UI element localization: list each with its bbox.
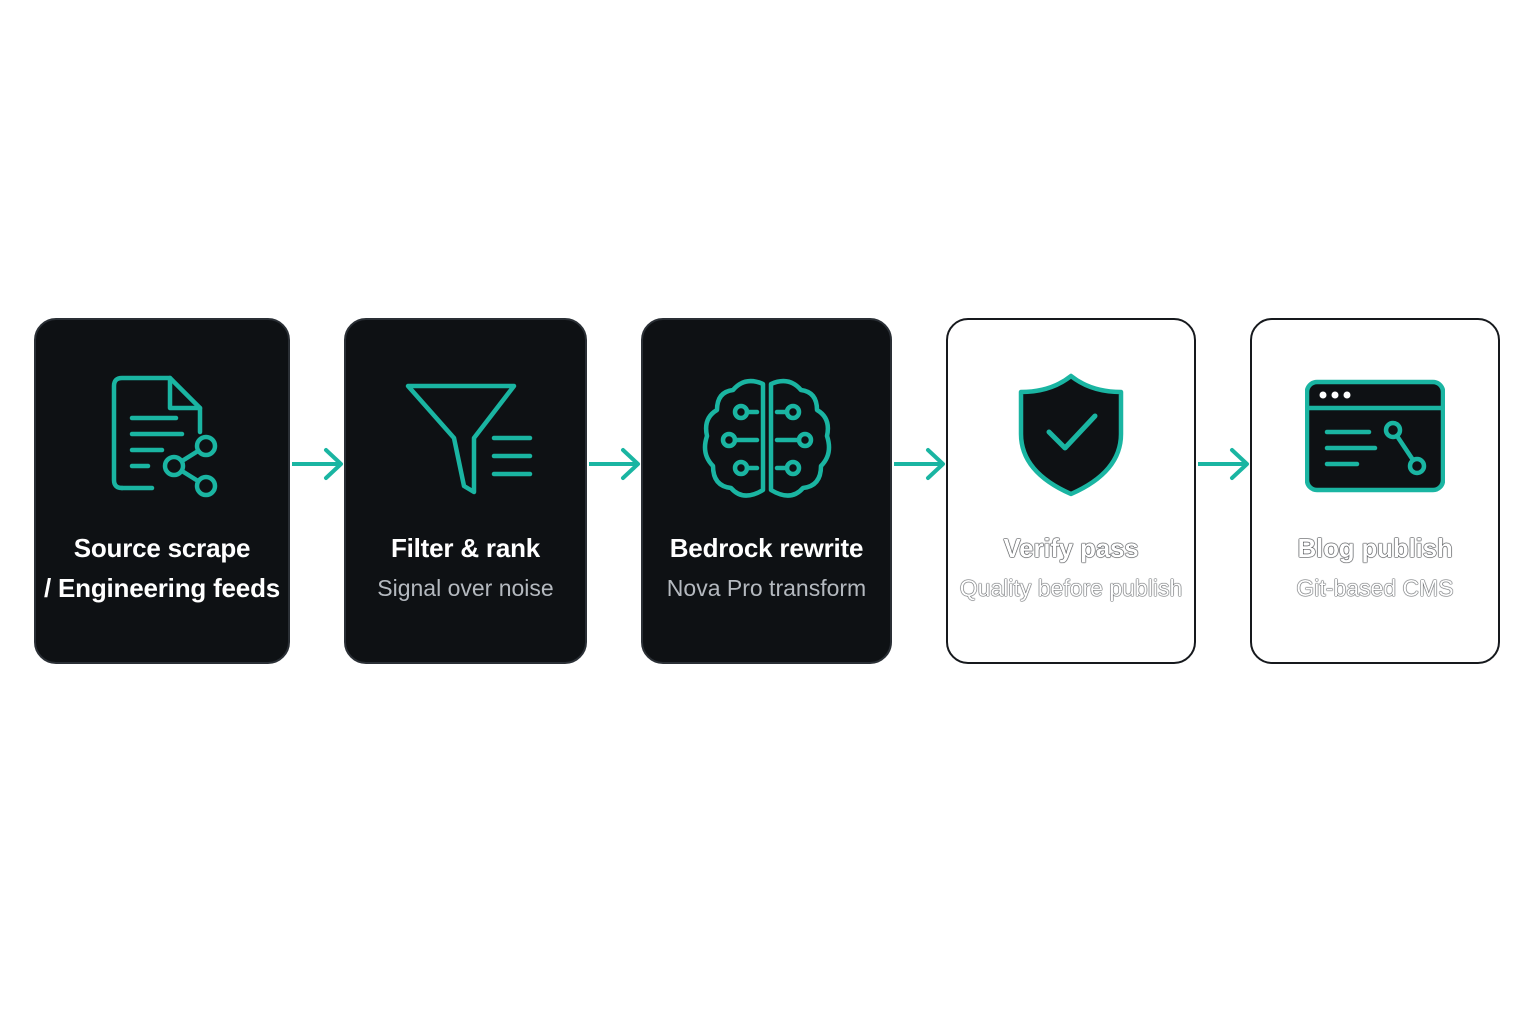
step-title: Bedrock rewrite bbox=[669, 533, 864, 563]
flow-arrow bbox=[292, 446, 344, 482]
step-subtitle: Quality before publish bbox=[959, 575, 1183, 601]
step-title: Filter & rank bbox=[390, 533, 541, 563]
step-card-filter-rank: Filter & rank Signal over noise bbox=[344, 318, 587, 664]
step-subtitle: Nova Pro transform bbox=[666, 575, 867, 601]
step-title: Verify pass bbox=[1003, 533, 1139, 563]
flow-arrow bbox=[589, 446, 641, 482]
step-card-bedrock-rewrite: Bedrock rewrite Nova Pro transform bbox=[641, 318, 892, 664]
step-card-verify-pass: Verify pass Quality before publish bbox=[946, 318, 1196, 664]
step-subtitle: Signal over noise bbox=[377, 575, 554, 601]
flow-arrow bbox=[1198, 446, 1250, 482]
step-card-source-scrape: Source scrape / Engineering feeds bbox=[34, 318, 290, 664]
step-title: Blog publish bbox=[1297, 533, 1453, 563]
document-share-icon bbox=[92, 370, 232, 510]
brain-icon bbox=[697, 370, 837, 510]
step-card-blog-publish: Blog publish Git-based CMS bbox=[1250, 318, 1500, 664]
shield-check-icon bbox=[1001, 370, 1141, 510]
browser-window-icon bbox=[1305, 370, 1445, 510]
funnel-filter-icon bbox=[396, 370, 536, 510]
step-title: Source scrape bbox=[73, 533, 251, 563]
step-title-line-2: / Engineering feeds bbox=[43, 573, 281, 603]
flow-arrow bbox=[894, 446, 946, 482]
step-subtitle: Git-based CMS bbox=[1296, 575, 1454, 601]
